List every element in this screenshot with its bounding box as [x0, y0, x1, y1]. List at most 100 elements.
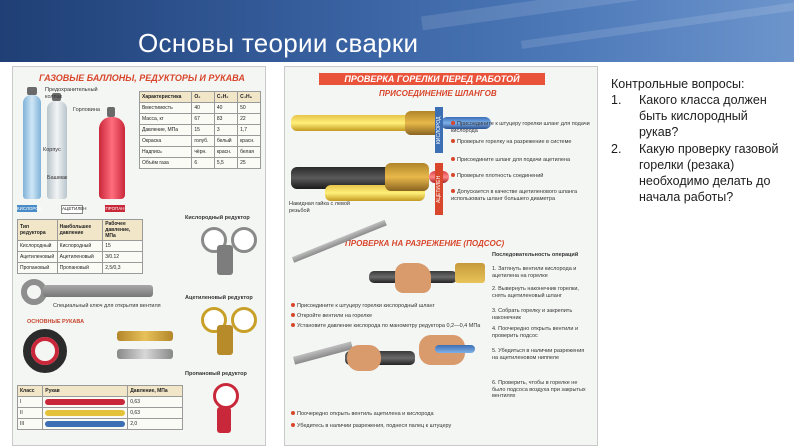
acetylene-label: АЦЕТИЛЕН	[61, 205, 87, 214]
hose-caption: Накидная гайка с левой резьбой	[289, 201, 350, 214]
poster-cylinders-reducers-hoses: ГАЗОВЫЕ БАЛЛОНЫ, РЕДУКТОРЫ И РУКАВА Пред…	[12, 66, 266, 446]
brass-fitting-icon	[455, 263, 485, 283]
acetylene-reducer-body	[217, 325, 233, 355]
step-item: 5. Убедиться в наличии разрежения на аце…	[492, 348, 585, 361]
hose-nipple-icon	[117, 349, 173, 359]
table-header: Рукав	[42, 385, 129, 397]
cylinder-caption: Горловина	[73, 107, 100, 113]
check-instruction: Допускается в качестве ацетиленового шла…	[451, 189, 578, 202]
check-instruction: Проверьте плотность соединений	[451, 173, 593, 180]
acetylene-cylinder	[47, 101, 67, 199]
check-instruction: Проверьте горелку на разрежение в систем…	[451, 139, 593, 146]
table-cell: II	[16, 407, 44, 419]
acetylene-side-label: АЦЕТИЛЕН	[435, 163, 443, 215]
step-item: 3. Собрать горелку и закрепить наконечни…	[492, 308, 573, 321]
cylinder-valve	[27, 87, 37, 95]
table-cell: Кислородный	[17, 240, 58, 252]
table-cell: 0,63	[127, 407, 183, 419]
brass-fitting-icon	[385, 163, 429, 191]
blue-hose	[441, 117, 491, 129]
table-cell: Пропановый	[17, 262, 58, 274]
hose-class-table: Класс Рукав Давление, МПа I 0,63 II 0,63…	[16, 385, 183, 430]
title-banner: Основы теории сварки	[0, 0, 794, 62]
step-item: 6. Проверить, чтобы в горелке не было по…	[492, 380, 586, 399]
hose-class-1-swatch	[45, 399, 126, 405]
check-instruction: Поочередно открыть вентиль ацетилена и к…	[291, 411, 481, 418]
blue-hose	[435, 345, 475, 353]
table-header: Рабочее давление, МПа	[102, 219, 143, 241]
hand-icon	[347, 345, 381, 371]
table-cell: 15	[102, 240, 143, 252]
pressure-gauge-icon	[231, 227, 257, 253]
pressure-gauge-icon	[231, 307, 257, 333]
hose-section-label: ОСНОВНЫЕ РУКАВА	[27, 319, 85, 325]
questions-list: 1. Какого класса должен быть кислородный…	[611, 92, 789, 205]
black-hose	[291, 167, 409, 189]
poster-title: ГАЗОВЫЕ БАЛЛОНЫ, РЕДУКТОРЫ И РУКАВА	[39, 73, 245, 83]
step-item: 1. Затянуть вентили кислорода и ацетилен…	[492, 266, 577, 279]
cylinder-valve	[52, 93, 61, 101]
check-instruction: Присоедините к штуцеру горелки кислородн…	[291, 303, 481, 310]
oxygen-reducer-body	[217, 245, 233, 275]
table-cell: Пропановый	[56, 262, 104, 274]
hose-coil-icon	[23, 329, 67, 373]
hose-coil-icon	[31, 337, 59, 365]
question-number: 1.	[611, 93, 622, 107]
table-header: Наибольшее давление	[56, 219, 104, 241]
check-instruction: Присоедините шланг для подачи ацетилена	[451, 157, 593, 164]
control-questions: Контрольные вопросы: 1. Какого класса до…	[611, 76, 789, 205]
propane-cylinder	[99, 117, 125, 199]
wrench-handle	[43, 285, 153, 297]
hose-class-2-swatch	[45, 410, 126, 416]
oxygen-label: КИСЛОРОД	[17, 205, 42, 212]
pressure-gauge-icon	[201, 227, 227, 253]
poster-steps-column: Последовательность операций 1. Затянуть …	[488, 252, 590, 438]
pressure-gauge-icon	[213, 383, 239, 409]
questions-heading: Контрольные вопросы:	[611, 77, 745, 91]
cylinder-caption: Корпус	[43, 147, 61, 153]
question-number: 2.	[611, 141, 622, 156]
check-instruction: Убедитесь в наличии разрежения, поднеся …	[291, 423, 481, 430]
check-instruction: Установите давление кислорода по маномет…	[291, 323, 481, 330]
propane-label: ПРОПАН	[105, 205, 125, 212]
question-item: 1. Какого класса должен быть кислородный…	[611, 92, 789, 141]
torch-tip-icon	[292, 341, 354, 365]
table-cell: 0,63	[127, 396, 183, 408]
yellow-hose	[291, 115, 421, 131]
table-cell: 3/0.12	[102, 251, 143, 263]
reducer-caption: Кислородный редуктор	[185, 215, 250, 221]
check-instruction: Откройте вентили на горелке	[291, 313, 481, 320]
wrench-caption: Специальный ключ для открытия вентиля	[53, 303, 161, 309]
question-text: Какого класса должен быть кислородный ру…	[639, 93, 767, 140]
oxygen-cylinder	[23, 95, 41, 199]
table-cell: Кислородный	[56, 240, 104, 252]
step-item: 4. Поочередно открыть вентили и проверит…	[492, 326, 579, 339]
question-text: Какую проверку газовой горелки (резака) …	[639, 141, 779, 205]
table-header: Давление, МПа	[127, 385, 183, 397]
cylinder-valve	[107, 107, 115, 117]
propane-reducer-body	[217, 407, 231, 433]
table-cell: III	[16, 418, 44, 430]
question-item: 2. Какую проверку газовой горелки (резак…	[611, 141, 789, 206]
poster-title: ПРОВЕРКА ГОРЕЛКИ ПЕРЕД РАБОТОЙ	[319, 73, 545, 85]
table-cell: 2,5/0,3	[102, 262, 143, 274]
section-title: ПРОВЕРКА НА РАЗРЕЖЕНИЕ (ПОДСОС)	[345, 239, 505, 248]
steps-heading: Последовательность операций	[492, 252, 579, 258]
hose-nipple-icon	[117, 331, 173, 341]
hose-class-3-swatch	[45, 421, 126, 427]
table-header: Тип редуктора	[17, 219, 58, 241]
slide-title: Основы теории сварки	[138, 28, 419, 58]
check-instruction: Присоедините к штуцеру горелки шланг для…	[451, 121, 590, 134]
poster-subtitle: ПРИСОЕДИНЕНИЕ ШЛАНГОВ	[379, 89, 497, 98]
cylinder-caption: Предохранительный колпак	[45, 87, 98, 100]
step-item: 2. Вывернуть наконечник горелки, снять а…	[492, 286, 579, 299]
hand-icon	[395, 263, 431, 293]
reducer-caption: Пропановый редуктор	[185, 371, 247, 377]
reducer-table: Тип редуктора Наибольшее давление Рабоче…	[17, 219, 143, 274]
table-cell: I	[16, 396, 44, 408]
reducer-caption: Ацетиленовый редуктор	[185, 295, 253, 301]
oxygen-side-label: КИСЛОРОД	[435, 107, 443, 153]
table-cell: Ацетиленовый	[17, 251, 58, 263]
table-cell: 2,0	[127, 418, 183, 430]
